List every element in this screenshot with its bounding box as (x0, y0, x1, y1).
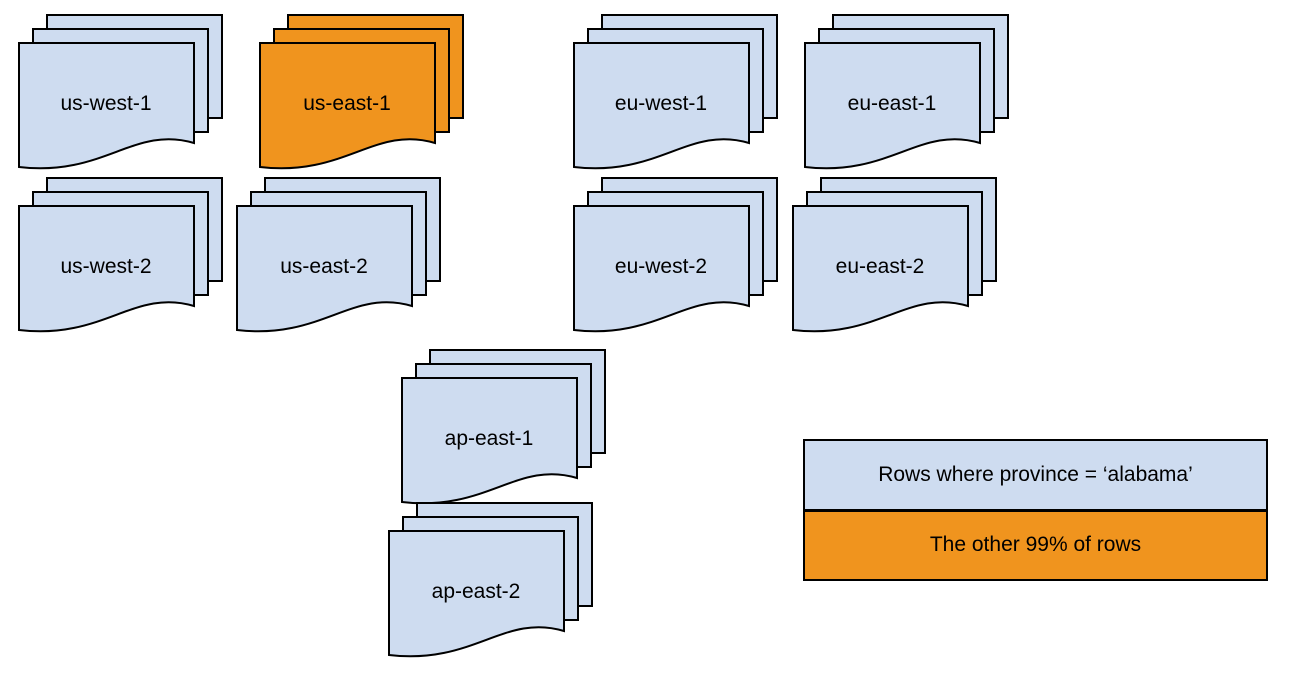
region-label: eu-east-2 (836, 255, 925, 278)
region-label: us-east-1 (303, 92, 391, 115)
stack-sheet-front-document (388, 530, 565, 658)
document-stack-icon: eu-west-2 (573, 177, 778, 333)
region-stack-us-west-1: us-west-1 (18, 14, 224, 174)
region-label: us-west-1 (60, 92, 151, 115)
document-stack-icon: us-east-1 (259, 14, 464, 170)
document-stack-icon: eu-west-1 (573, 14, 778, 170)
region-label: us-east-2 (280, 255, 368, 278)
region-label: us-west-2 (60, 255, 151, 278)
stack-sheet-front-document (259, 42, 436, 170)
region-label: eu-west-2 (615, 255, 707, 278)
legend-item-alabama-rows: Rows where province = ‘alabama’ (805, 441, 1266, 509)
legend: Rows where province = ‘alabama’ The othe… (803, 439, 1268, 581)
region-stack-us-east-2: us-east-2 (236, 177, 442, 337)
legend-item-label: The other 99% of rows (929, 533, 1142, 557)
region-label: eu-east-1 (848, 92, 937, 115)
stack-sheet-front-document (804, 42, 981, 170)
document-stack-icon: us-east-2 (236, 177, 441, 333)
stack-sheet-front-document (18, 42, 195, 170)
document-stack-icon: us-west-2 (18, 177, 223, 333)
stack-sheet-front-document (573, 42, 750, 170)
legend-item-other-rows: The other 99% of rows (805, 508, 1266, 579)
stack-sheet-front-document (236, 205, 413, 333)
region-label: ap-east-2 (432, 580, 521, 603)
region-stack-eu-west-1: eu-west-1 (573, 14, 779, 174)
document-stack-icon: eu-east-1 (804, 14, 1009, 170)
document-stack-icon: ap-east-1 (401, 349, 606, 505)
region-stack-eu-east-1: eu-east-1 (804, 14, 1010, 174)
stack-sheet-front-document (18, 205, 195, 333)
document-stack-icon: eu-east-2 (792, 177, 997, 333)
document-stack-icon: ap-east-2 (388, 502, 593, 658)
region-label: ap-east-1 (445, 427, 534, 450)
region-label: eu-west-1 (615, 92, 707, 115)
legend-item-label: Rows where province = ‘alabama’ (878, 462, 1193, 486)
region-stack-us-west-2: us-west-2 (18, 177, 224, 337)
region-stack-ap-east-2: ap-east-2 (388, 502, 594, 662)
stack-sheet-front-document (792, 205, 969, 333)
document-stack-icon: us-west-1 (18, 14, 223, 170)
stack-sheet-front-document (573, 205, 750, 333)
region-stack-eu-west-2: eu-west-2 (573, 177, 779, 337)
region-stack-ap-east-1: ap-east-1 (401, 349, 607, 509)
region-stack-eu-east-2: eu-east-2 (792, 177, 998, 337)
region-stack-us-east-1: us-east-1 (259, 14, 465, 174)
